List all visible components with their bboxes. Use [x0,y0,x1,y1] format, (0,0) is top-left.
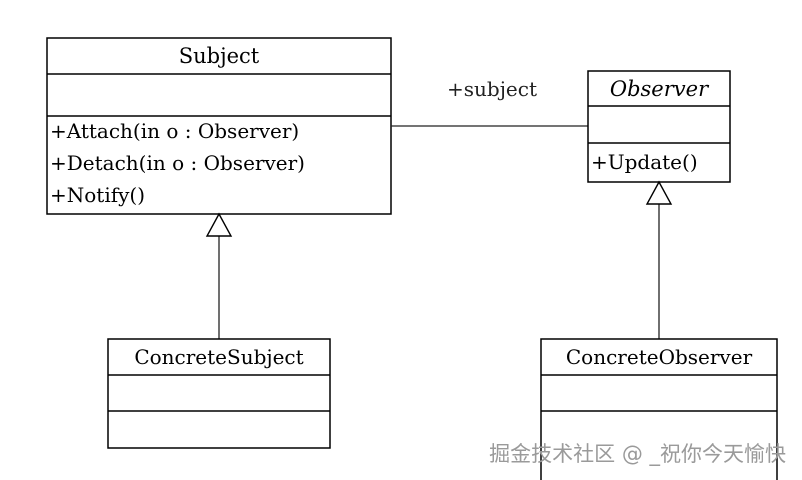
subject-class-name: Subject [179,44,260,68]
subject-class[interactable]: Subject +Attach(in o : Observer) +Detach… [46,37,392,215]
concrete-subject-class-name: ConcreteSubject [134,345,303,369]
observer-class[interactable]: Observer +Update() [587,70,731,183]
observer-class-frame [587,70,731,183]
subject-class-frame [46,37,392,215]
concrete-subject-inheritance-arrowhead [205,212,233,237]
concrete-subject-class-frame [107,338,331,449]
subject-operation-attach: +Attach(in o : Observer) [50,119,299,143]
concrete-subject-class[interactable]: ConcreteSubject [107,338,331,449]
concrete-observer-class-name: ConcreteObserver [566,345,753,369]
subject-operation-notify: +Notify() [50,183,145,207]
observer-class-name: Observer [610,77,710,101]
watermark-text: 掘金技术社区 @ _祝你今天愉快 [489,442,786,467]
subject-operation-detach: +Detach(in o : Observer) [50,151,305,175]
association-label: +subject [447,77,537,101]
concrete-observer-inheritance-arrowhead [645,180,673,205]
concrete-observer-class[interactable]: ConcreteObserver [540,338,778,480]
observer-operation-update: +Update() [591,150,698,174]
